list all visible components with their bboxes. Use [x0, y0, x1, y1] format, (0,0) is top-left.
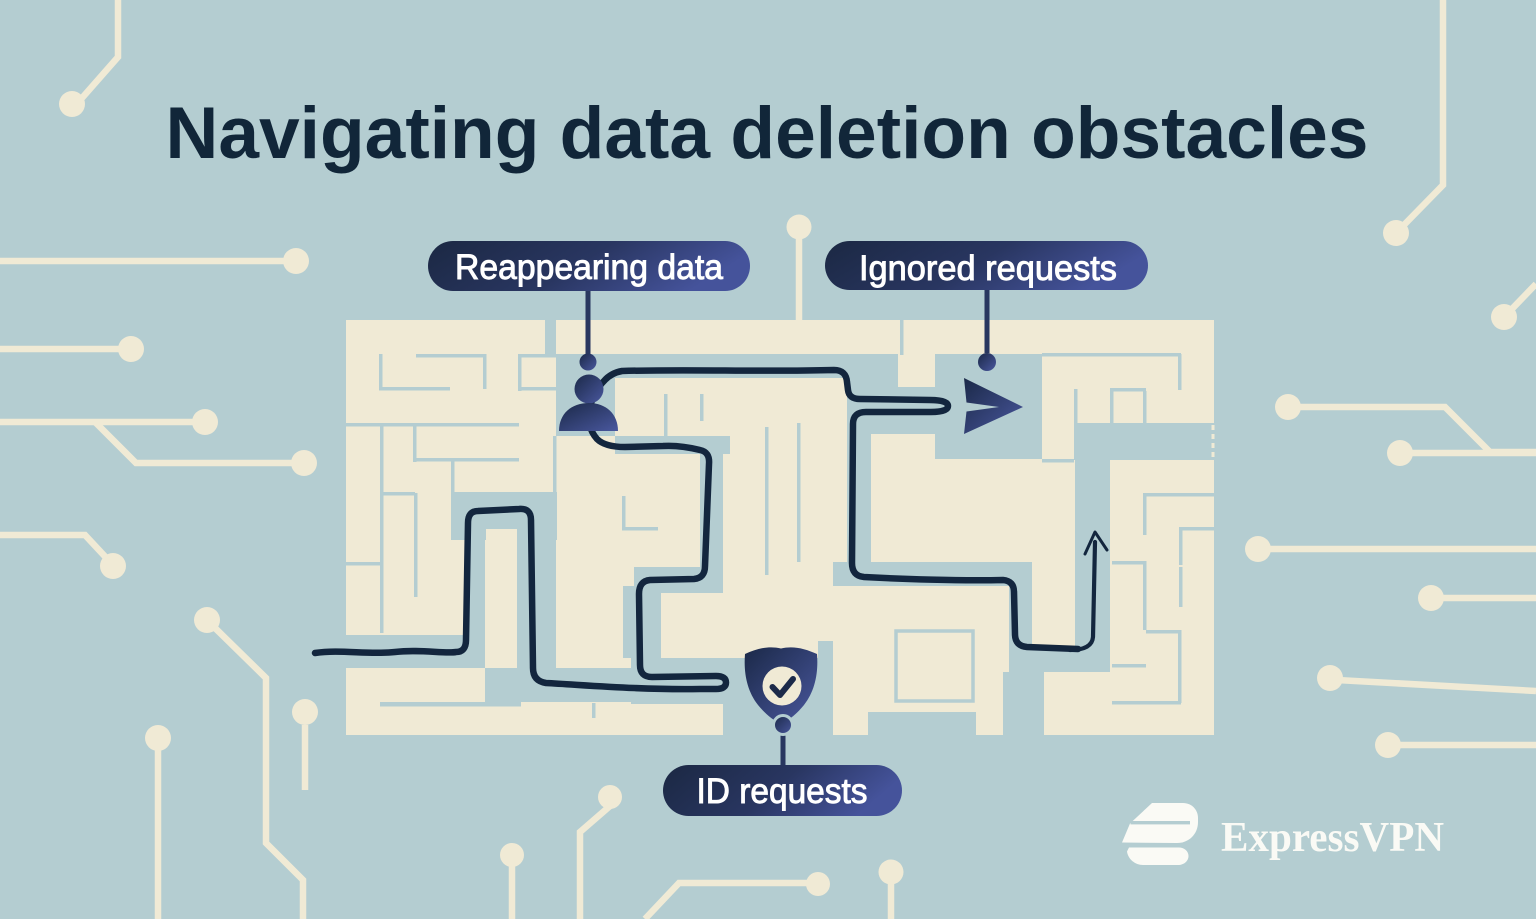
svg-text:Navigating data deletion obsta: Navigating data deletion obstacles	[166, 93, 1369, 174]
svg-text:ID requests: ID requests	[697, 772, 868, 811]
svg-text:ExpressVPN: ExpressVPN	[1221, 815, 1444, 861]
svg-text:Reappearing data: Reappearing data	[455, 248, 724, 287]
svg-text:Ignored requests: Ignored requests	[859, 249, 1117, 288]
